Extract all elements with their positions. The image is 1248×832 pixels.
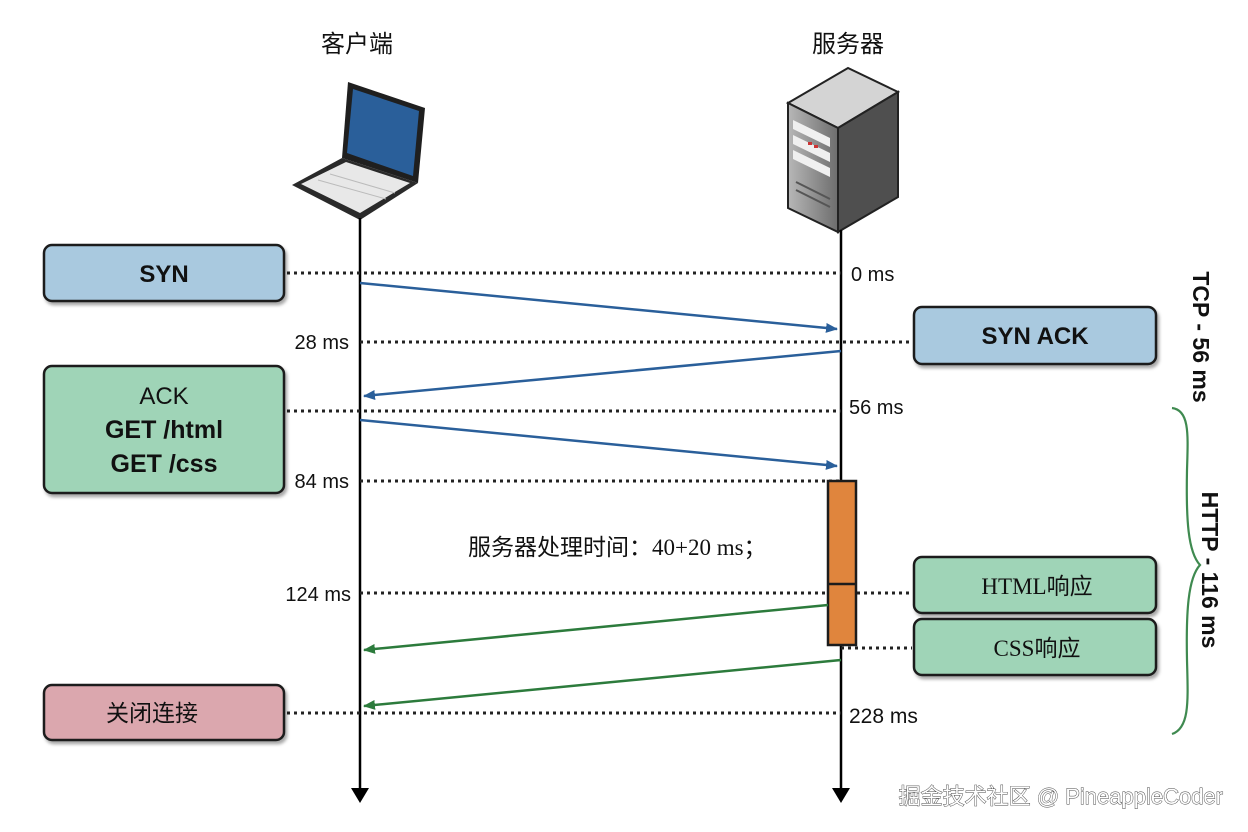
laptop-icon [292,82,425,220]
server-lifeline-arrowhead [832,788,850,803]
server-lane-title: 服务器 [812,31,884,58]
time-label-84ms: 84 ms [295,471,349,493]
time-label-28ms: 28 ms [295,332,349,354]
html-response-box: HTML响应 [912,555,1158,615]
syn-arrow [359,281,838,333]
watermark: 掘金技术社区 @ PineappleCoder [899,784,1223,809]
server-icon [785,66,901,234]
close-connection-box: 关闭连接 [42,683,286,742]
time-label-56ms: 56 ms [849,397,903,419]
get-css-label: GET /css [111,450,218,478]
time-guides [287,271,912,715]
css-response-arrow [363,658,842,710]
http-phase-label: HTTP - 116 ms [1197,492,1223,649]
close-connection-label: 关闭连接 [106,701,198,726]
tcp-phase-label: TCP - 56 ms [1188,271,1214,402]
ack-get-box: ACK GET /html GET /css [42,364,286,495]
processing-note: 服务器处理时间：40+20 ms； [468,535,767,560]
html-response-arrow [363,603,829,654]
syn-ack-box: SYN ACK [912,305,1158,366]
syn-ack-arrow [363,349,842,400]
time-label-124ms: 124 ms [285,584,351,606]
http-phase-brace [1171,406,1202,736]
ack-label: ACK [139,383,188,410]
syn-ack-label: SYN ACK [981,323,1089,350]
client-lifeline-arrowhead [351,788,369,803]
ack-get-arrow [359,418,838,470]
syn-label: SYN [139,261,188,288]
time-label-0ms: 0 ms [851,264,894,286]
get-html-label: GET /html [105,416,223,444]
css-response-label: CSS响应 [994,636,1081,661]
client-lane-title: 客户端 [321,31,393,58]
processing-bar [826,479,858,647]
html-response-label: HTML响应 [981,574,1092,599]
syn-box: SYN [42,243,286,303]
css-response-box: CSS响应 [912,617,1158,677]
time-label-228ms: 228 ms [849,705,918,728]
